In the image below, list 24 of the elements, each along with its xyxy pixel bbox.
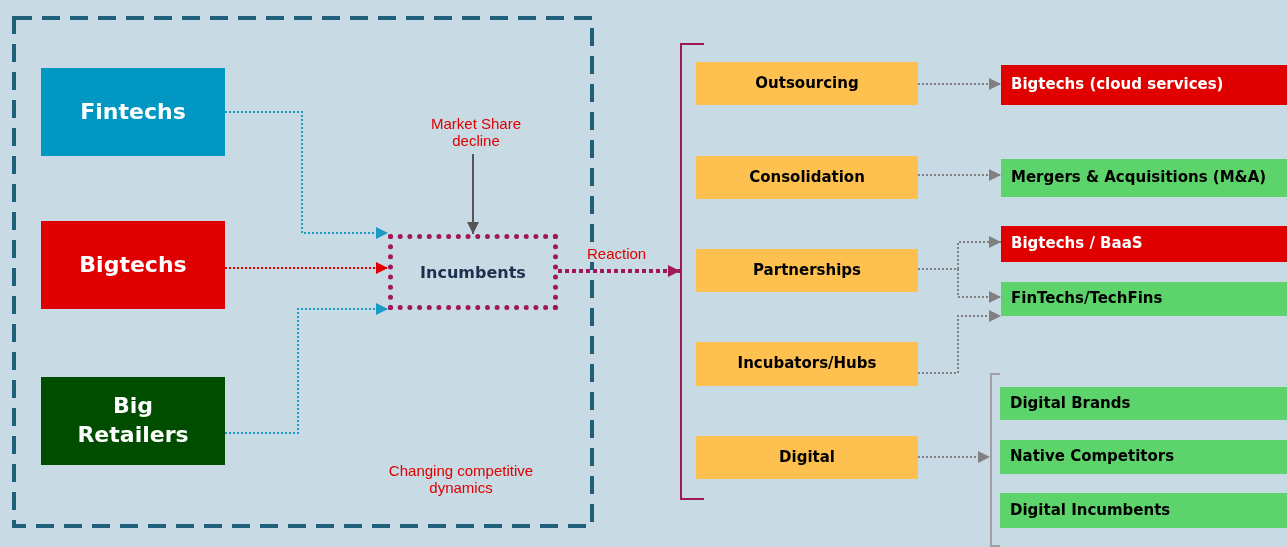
label-box: Fintechs [41,68,225,156]
label-box: Bigtechs (cloud services) [1001,65,1287,105]
label-box: Consolidation [696,156,918,199]
label-box: Incubators/Hubs [696,342,918,386]
label-box: Native Competitors [1000,440,1287,474]
label-box: Big Retailers [41,377,225,465]
label-box: Mergers & Acquisitions (M&A) [1001,159,1287,197]
label-box: Outsourcing [696,62,918,105]
annotation-text: Market Share decline [406,110,546,154]
label-box: Digital [696,436,918,479]
caption-text: Changing competitive dynamics [387,462,535,496]
label-box: Partnerships [696,249,918,292]
label-box: Bigtechs / BaaS [1001,226,1287,262]
label-box: Digital Incumbents [1000,493,1287,528]
label-box: Bigtechs [41,221,225,309]
arrow [917,268,1002,303]
dotted-box: Incumbents [388,234,558,310]
label-box: FinTechs/TechFins [1001,282,1287,316]
arrow [558,265,680,277]
bracket [990,373,1000,547]
label-box: Digital Brands [1000,387,1287,420]
arrow [467,153,479,235]
bracket [680,43,704,500]
edge-label: Reaction [585,245,649,262]
